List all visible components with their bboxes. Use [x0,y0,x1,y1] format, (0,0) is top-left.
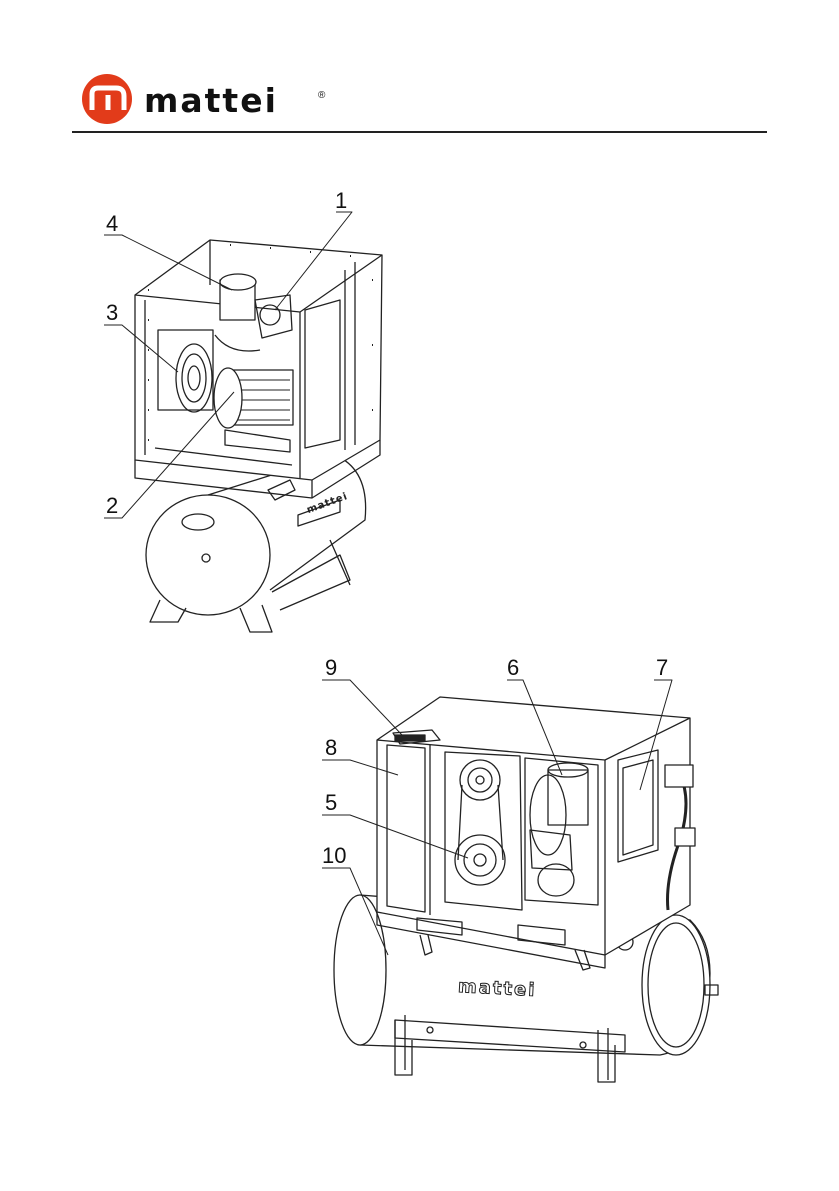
callout-6: 6 [507,657,519,679]
callout-2: 2 [106,495,118,517]
callout-5: 5 [325,792,337,814]
callout-10: 10 [322,845,346,867]
top-compressor-drawing [104,212,382,632]
callout-1: 1 [335,190,347,212]
callout-8: 8 [325,737,337,759]
callout-9: 9 [325,657,337,679]
callout-7: 7 [656,657,668,679]
callout-3: 3 [106,302,118,324]
bottom-compressor-drawing [322,680,718,1082]
top-tank [146,455,366,632]
callout-4: 4 [106,213,118,235]
bottom-tank-wordmark: mattei [458,976,537,1001]
